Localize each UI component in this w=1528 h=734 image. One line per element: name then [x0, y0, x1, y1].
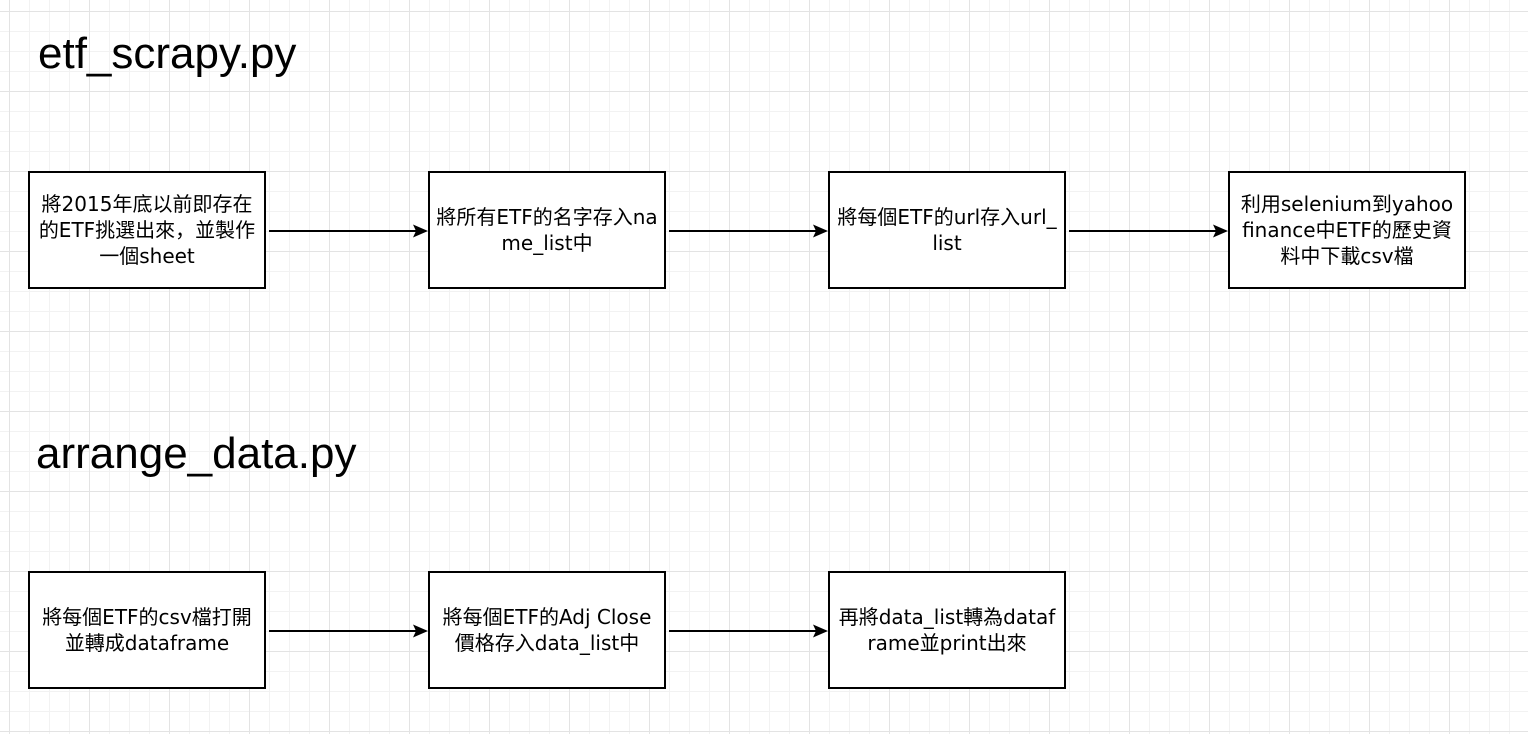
arrowhead: [413, 224, 428, 238]
step-box-select-etfs[interactable]: 將2015年底以前即存在的ETF挑選出來，並製作一個sheet: [28, 171, 266, 289]
step-box-url-list[interactable]: 將每個ETF的url存入url_list: [828, 171, 1066, 289]
step-label: 再將data_list轉為dataframe並print出來: [838, 605, 1056, 655]
arrowhead: [1213, 224, 1228, 238]
section-title-etf-scrapy: etf_scrapy.py: [38, 29, 297, 78]
step-box-name-list[interactable]: 將所有ETF的名字存入name_list中: [428, 171, 666, 289]
arrowhead: [813, 624, 828, 638]
step-box-to-dataframe[interactable]: 再將data_list轉為dataframe並print出來: [828, 571, 1066, 689]
step-label: 利用selenium到yahoo finance中ETF的歷史資料中下載csv檔: [1240, 192, 1454, 268]
step-label: 將每個ETF的Adj Close價格存入data_list中: [442, 605, 652, 655]
step-label: 將所有ETF的名字存入name_list中: [436, 205, 658, 255]
step-box-download-csv[interactable]: 利用selenium到yahoo finance中ETF的歷史資料中下載csv檔: [1228, 171, 1466, 289]
step-label: 將每個ETF的url存入url_list: [837, 205, 1057, 255]
step-label: 將2015年底以前即存在的ETF挑選出來，並製作一個sheet: [38, 192, 256, 268]
step-label: 將每個ETF的csv檔打開並轉成dataframe: [42, 605, 252, 655]
step-box-adj-close[interactable]: 將每個ETF的Adj Close價格存入data_list中: [428, 571, 666, 689]
step-box-open-csv[interactable]: 將每個ETF的csv檔打開並轉成dataframe: [28, 571, 266, 689]
section-title-arrange-data: arrange_data.py: [36, 429, 357, 478]
arrowhead: [413, 624, 428, 638]
arrowhead: [813, 224, 828, 238]
